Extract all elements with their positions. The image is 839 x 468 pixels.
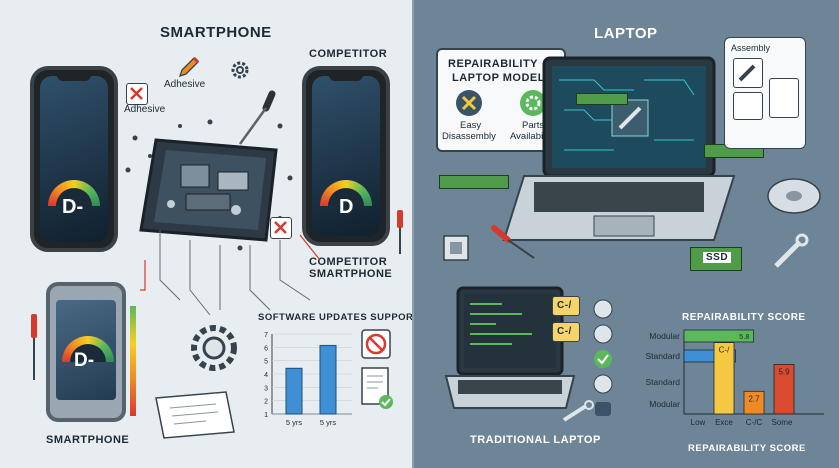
score-bar bbox=[713, 342, 735, 415]
main-smartphone: D- bbox=[30, 66, 118, 252]
screws-icon bbox=[125, 119, 293, 251]
laptop-panel: LAPTOP REPAIRABILITY LAPTOP MODEL Easy D… bbox=[414, 0, 839, 468]
score-bar-label: 5.8 bbox=[739, 332, 749, 341]
wrench-icon bbox=[733, 58, 763, 88]
ssd-icon: SSD bbox=[690, 247, 742, 271]
assembly-window: Assembly bbox=[724, 37, 806, 149]
score-bar-label: 5.9 bbox=[778, 367, 790, 376]
hard-drive-icon bbox=[767, 178, 821, 214]
no-entry-icon bbox=[361, 329, 391, 359]
y-tick-label: 3 bbox=[264, 385, 268, 392]
adhesive-label-1: Adhesive bbox=[164, 79, 206, 90]
status-icons bbox=[593, 299, 613, 416]
competitor-smartphone: D bbox=[302, 66, 390, 246]
wrench-small-icon bbox=[562, 400, 594, 422]
screwdriver-icon bbox=[238, 90, 276, 145]
chip-label-2: C-/ bbox=[557, 326, 572, 337]
row-label: Standard bbox=[646, 377, 681, 387]
score-chart-xtitle: REPAIRABILITY SCORE bbox=[688, 443, 806, 454]
connector-lines bbox=[140, 230, 321, 316]
adhesive-label-2: Adhesive bbox=[124, 104, 166, 115]
image-icon bbox=[733, 92, 763, 120]
diagram-icon bbox=[769, 78, 799, 118]
ram-stick-icon bbox=[576, 93, 628, 105]
software-bar bbox=[285, 367, 303, 415]
smartphone-bottom: D- bbox=[46, 282, 126, 422]
traditional-laptop-label: TRADITIONAL LAPTOP bbox=[470, 434, 601, 446]
grade-chip: C-/ bbox=[552, 296, 580, 316]
screwdriver-small-icon bbox=[397, 210, 403, 254]
score-bar-label: C-/ bbox=[719, 346, 730, 355]
row-label: Standard bbox=[646, 351, 681, 361]
screwdriver-bottom-icon bbox=[31, 314, 37, 380]
adhesive-warning-icon bbox=[126, 83, 148, 105]
gear-icon bbox=[231, 61, 249, 79]
repair-scale bbox=[130, 306, 136, 416]
grade-main: D- bbox=[62, 196, 84, 218]
laptop-title: LAPTOP bbox=[594, 25, 658, 42]
x-tick-label: 5 yrs bbox=[286, 418, 303, 427]
ssd-label: SSD bbox=[703, 252, 732, 263]
y-tick-label: 7 bbox=[264, 332, 268, 339]
y-tick-label: 4 bbox=[264, 372, 268, 379]
software-chart-svg: 7 6 5 4 3 2 1 5 yrs 5 yrs bbox=[264, 332, 352, 427]
software-chart-title: SOFTWARE UPDATES SUPPORT bbox=[258, 312, 414, 323]
repair-box-line2: LAPTOP MODEL bbox=[452, 72, 545, 84]
row-label: Modular bbox=[649, 399, 680, 409]
score-bar-label: 2.7 bbox=[748, 394, 760, 403]
gear-large-icon bbox=[191, 325, 237, 371]
competitor-label-top: COMPETITOR bbox=[309, 48, 388, 60]
score-bar bbox=[743, 390, 765, 415]
grade-bottom: D- bbox=[74, 350, 95, 371]
assembly-label: Assembly bbox=[731, 43, 771, 53]
chip-label-1: C-/ bbox=[557, 300, 572, 311]
laptop-large-icon bbox=[502, 56, 736, 241]
y-tick-label: 2 bbox=[264, 399, 268, 406]
y-tick-label: 6 bbox=[264, 345, 268, 352]
repair-blocked-icon bbox=[270, 217, 292, 239]
disassembled-phone-icon bbox=[139, 138, 278, 242]
x-tick-label: Some bbox=[772, 418, 793, 427]
score-chart-title: REPAIRABILITY SCORE bbox=[682, 312, 806, 323]
traditional-laptop-icon bbox=[444, 286, 576, 409]
y-tick-label: 1 bbox=[264, 412, 268, 419]
easy-line1: Easy bbox=[460, 120, 482, 131]
score-bar bbox=[773, 364, 795, 415]
smartphone-title: SMARTPHONE bbox=[160, 24, 272, 41]
smartphone-panel: SMARTPHONE D- Adhesive Adhesive bbox=[0, 0, 414, 468]
panel-divider bbox=[412, 0, 415, 468]
wrench-icon bbox=[774, 233, 809, 268]
ram-stick-icon bbox=[439, 175, 509, 189]
score-bar bbox=[683, 329, 754, 343]
x-tick-label: Low bbox=[691, 418, 706, 427]
grade-competitor: D bbox=[339, 196, 354, 218]
tools-icon bbox=[456, 90, 482, 116]
score-chart: ModularStandardStandardModular5.84.3C-/2… bbox=[632, 326, 832, 440]
screwdriver-icon bbox=[491, 225, 535, 259]
repair-box-line1: REPAIRABILITY bbox=[448, 58, 539, 70]
software-chart: 7 6 5 4 3 2 1 5 yrs 5 yrs bbox=[258, 326, 358, 430]
score-chart-svg: ModularStandardStandardModular5.84.3C-/2… bbox=[646, 329, 824, 427]
document-icon bbox=[155, 391, 235, 439]
competitor-label-bottom-2: SMARTPHONE bbox=[309, 268, 393, 280]
x-tick-label: 5 yrs bbox=[320, 418, 337, 427]
easy-line2: Disassembly bbox=[442, 131, 496, 142]
x-tick-label: C-/C bbox=[746, 418, 763, 427]
x-tick-label: Exce bbox=[715, 418, 733, 427]
cpu-chip-icon bbox=[443, 235, 469, 261]
parts-gear-icon bbox=[520, 90, 546, 116]
pencil-icon bbox=[178, 56, 200, 78]
grade-chip: C-/ bbox=[552, 322, 580, 342]
smartphone-bottom-label: SMARTPHONE bbox=[46, 434, 130, 446]
y-tick-label: 5 bbox=[264, 359, 268, 366]
parts-line1: Parts bbox=[522, 120, 545, 131]
checklist-icon bbox=[361, 367, 393, 409]
parts-line2: Availability bbox=[510, 131, 555, 142]
competitor-label-bottom-1: COMPETITOR bbox=[309, 256, 388, 268]
software-bar bbox=[319, 344, 337, 415]
row-label: Modular bbox=[649, 331, 680, 341]
